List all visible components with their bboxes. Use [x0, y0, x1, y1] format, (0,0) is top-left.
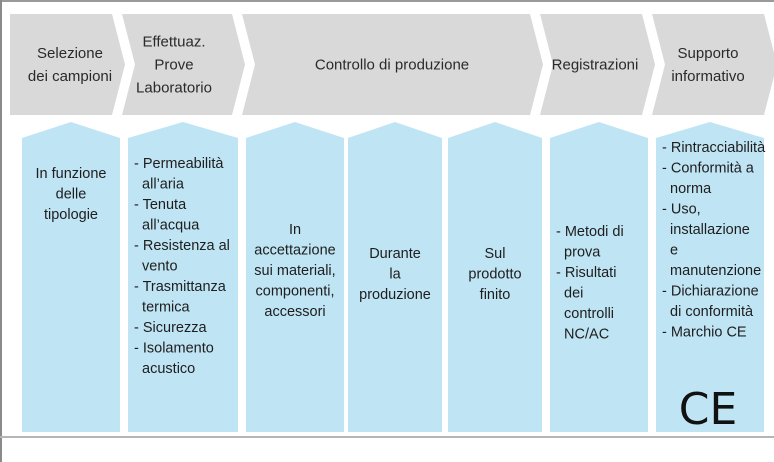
ce-mark-icon: CE	[679, 384, 738, 435]
process-arrow-2	[122, 14, 245, 115]
column-text-line: - Metodi di	[556, 224, 624, 240]
column-text-line: - Conformità a	[662, 161, 755, 177]
column-text-line: - Sicurezza	[134, 320, 207, 336]
detail-column-6	[550, 122, 648, 432]
column-text-line: di conformità	[662, 304, 754, 320]
column-text-line: prodotto	[468, 267, 521, 283]
column-text-line: delle	[56, 187, 87, 203]
column-text-line: - Trasmittanza	[134, 279, 227, 295]
column-text-line: controlli	[556, 306, 614, 322]
column-text-line: acustico	[134, 361, 195, 377]
column-text-line: all’acqua	[134, 218, 200, 234]
column-text-line: all’aria	[134, 177, 185, 193]
column-text-line: - Risultati	[556, 265, 616, 281]
column-text-line: manutenzione	[662, 263, 761, 279]
detail-column-5	[448, 122, 542, 432]
detail-column-4	[348, 122, 442, 432]
column-text-line: e	[662, 243, 678, 259]
column-text-line: - Uso,	[662, 202, 701, 218]
column-text-line: norma	[662, 181, 712, 197]
arrow-label: Selezione	[37, 45, 103, 62]
column-text-line: - Isolamento	[134, 341, 214, 357]
column-text-line: - Resistenza al	[134, 238, 230, 254]
column-text-line: Sul	[485, 246, 506, 262]
column-text-line: NC/AC	[556, 327, 609, 343]
arrow-label: Prove	[154, 57, 193, 74]
column-text-line: vento	[134, 259, 178, 275]
arrow-label: Supporto	[678, 45, 739, 62]
arrow-label: Laboratorio	[136, 80, 212, 97]
arrow-label: Effettuaz.	[142, 34, 205, 51]
column-text-line: dei	[556, 286, 583, 302]
frame-bottom-border	[0, 436, 774, 438]
process-arrow-1	[10, 14, 125, 115]
column-text-line: In	[289, 222, 301, 238]
column-text-line: In funzione	[36, 166, 107, 182]
process-arrows: Selezione dei campioni Effettuaz. ProveLabo…	[10, 14, 774, 115]
arrow-label: Registrazioni	[552, 57, 639, 74]
frame-top-border	[0, 0, 774, 2]
column-text-line: componenti,	[256, 284, 335, 300]
frame-left-border	[0, 0, 2, 462]
column-text-line: produzione	[359, 287, 431, 303]
column-text-line: Durante	[369, 246, 421, 262]
detail-column-1	[22, 122, 120, 432]
column-text-line: sui materiali,	[254, 263, 335, 279]
column-text-line: accettazione	[254, 243, 335, 259]
column-text-line: - Marchio CE	[662, 325, 747, 341]
arrow-label: Controllo di produzione	[315, 57, 469, 74]
column-text-line: accessori	[264, 304, 325, 320]
column-text-line: la	[389, 267, 401, 283]
detail-column-2	[128, 122, 238, 432]
arrow-label: informativo	[671, 68, 744, 85]
column-text-line: - Rintracciabilità	[662, 140, 766, 156]
arrow-label: dei campioni	[28, 68, 112, 85]
column-text-line: - Permeabilità	[134, 156, 224, 172]
column-text-line: - Dichiarazione	[662, 284, 759, 300]
column-text-line: termica	[134, 300, 191, 316]
column-text-line: - Tenuta	[134, 197, 187, 213]
column-text-line: prova	[556, 245, 601, 261]
detail-column-7	[656, 122, 764, 432]
column-text-line: finito	[480, 287, 511, 303]
detail-column-3	[246, 122, 344, 432]
column-text-line: tipologie	[44, 207, 98, 223]
process-arrow-5	[652, 14, 774, 115]
column-text-line: installazione	[662, 222, 750, 238]
process-arrow-3	[242, 14, 543, 115]
process-arrow-4	[540, 14, 655, 115]
